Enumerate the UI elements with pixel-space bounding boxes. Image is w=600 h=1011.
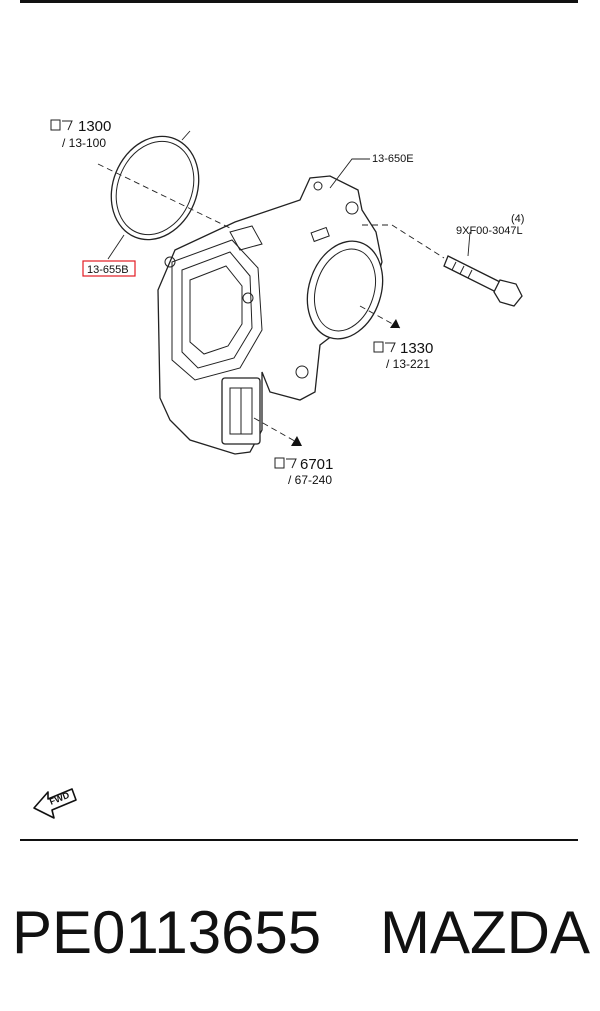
bolt[interactable] xyxy=(443,255,523,307)
bolt-leader xyxy=(467,231,471,257)
bolt-label[interactable]: 9XF00-3047L xyxy=(456,225,523,237)
ref-code: 1330 xyxy=(400,340,433,357)
gasket-highlight xyxy=(82,260,136,277)
reference-book-icon xyxy=(274,457,297,469)
parts-diagram: 1300 / 13-100 1330 / 13-221 6701 / 67-24… xyxy=(33,118,524,819)
bolt-qty-label: (4) xyxy=(511,213,524,225)
reference-book-icon xyxy=(373,341,396,353)
throttle-body[interactable] xyxy=(157,175,395,455)
ref-sub: / 13-100 xyxy=(62,136,106,150)
callout-6701[interactable]: 6701 / 67-240 xyxy=(274,456,333,487)
throttle-body-label[interactable]: 13-650E xyxy=(372,153,414,165)
dash-line-1330 xyxy=(359,305,401,329)
bottom-rule xyxy=(20,839,578,841)
fwd-arrow-icon: FWD xyxy=(33,788,77,819)
ref-code: 1300 xyxy=(78,118,111,135)
dash-line-bolt xyxy=(362,224,445,259)
callout-1300[interactable]: 1300 / 13-100 xyxy=(50,118,111,150)
top-rule xyxy=(20,0,578,3)
gasket-top-leader xyxy=(181,130,191,141)
gasket-label[interactable]: 13-655B xyxy=(87,264,129,276)
arrow-6701 xyxy=(291,436,302,446)
callout-1330[interactable]: 1330 / 13-221 xyxy=(373,340,433,371)
ref-sub: / 13-221 xyxy=(386,357,430,371)
part-number: PE0113655 xyxy=(12,899,322,966)
throttle-body-leader xyxy=(329,158,370,189)
dash-line-1300 xyxy=(97,163,231,229)
footer: PE0113655 MAZDA xyxy=(12,893,590,973)
gasket-leader xyxy=(107,234,125,260)
ref-sub: / 67-240 xyxy=(288,473,332,487)
brand-name: MAZDA xyxy=(380,899,590,966)
ref-code: 6701 xyxy=(300,456,333,473)
gasket-ring[interactable] xyxy=(96,123,214,253)
reference-book-icon xyxy=(50,119,73,131)
arrow-1330 xyxy=(390,319,400,328)
dash-line-6701 xyxy=(253,417,301,445)
